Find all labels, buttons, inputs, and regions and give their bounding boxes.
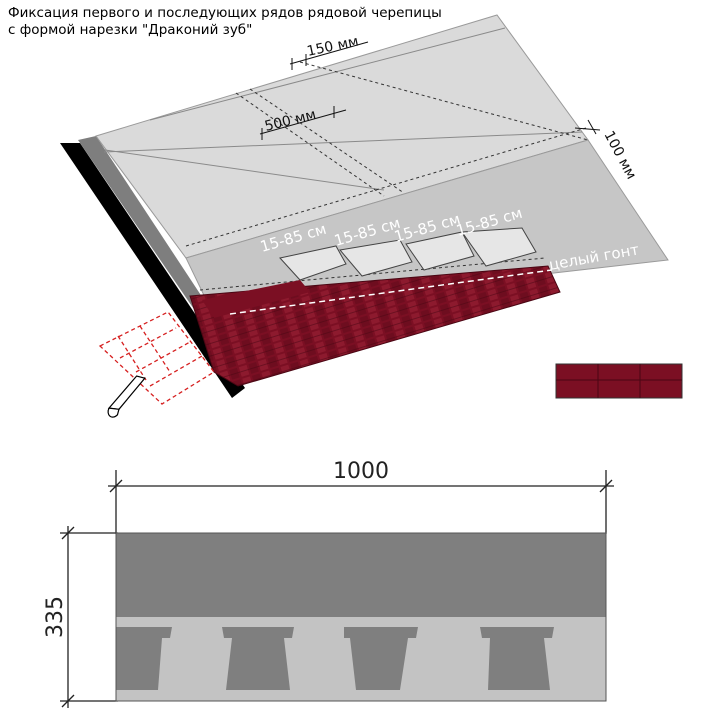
whole-shingle-line bbox=[229, 269, 553, 315]
label-150mm: 150 мм bbox=[306, 33, 360, 60]
roof-isometric: 150 мм 500 мм 100 мм 15-85 см 15-85 см 1… bbox=[60, 14, 669, 418]
height-label: 335 bbox=[43, 596, 68, 638]
cut-off-tiles bbox=[98, 311, 215, 405]
dimension-500 bbox=[259, 106, 347, 140]
shingle-outline bbox=[115, 532, 607, 702]
drip-edge-side bbox=[60, 143, 245, 398]
drip-edge-strip bbox=[78, 136, 212, 318]
dimension-150 bbox=[289, 41, 369, 70]
title-line-1: Фиксация первого и последующих рядов ряд… bbox=[8, 5, 442, 21]
stair-steps bbox=[279, 227, 537, 281]
knife-icon bbox=[107, 375, 146, 418]
shingle-preview bbox=[555, 363, 683, 399]
shingle-starter-strip bbox=[202, 280, 310, 318]
shingle-upper-band bbox=[116, 533, 606, 617]
title-line-2: с формой нарезки "Драконий зуб" bbox=[8, 22, 253, 38]
height-dimension bbox=[60, 526, 118, 708]
overlap-line bbox=[103, 131, 583, 153]
shingle-drawing: 1000 335 bbox=[43, 459, 614, 708]
dimension-100 bbox=[574, 119, 601, 135]
width-label: 1000 bbox=[333, 459, 389, 484]
diagram-title: Фиксация первого и последующих рядов ряд… bbox=[8, 5, 442, 39]
dragon-tooth-tabs bbox=[116, 627, 554, 690]
seam-vertical-1 bbox=[104, 149, 385, 191]
width-dimension bbox=[108, 470, 614, 534]
top-edge-line bbox=[149, 27, 506, 121]
